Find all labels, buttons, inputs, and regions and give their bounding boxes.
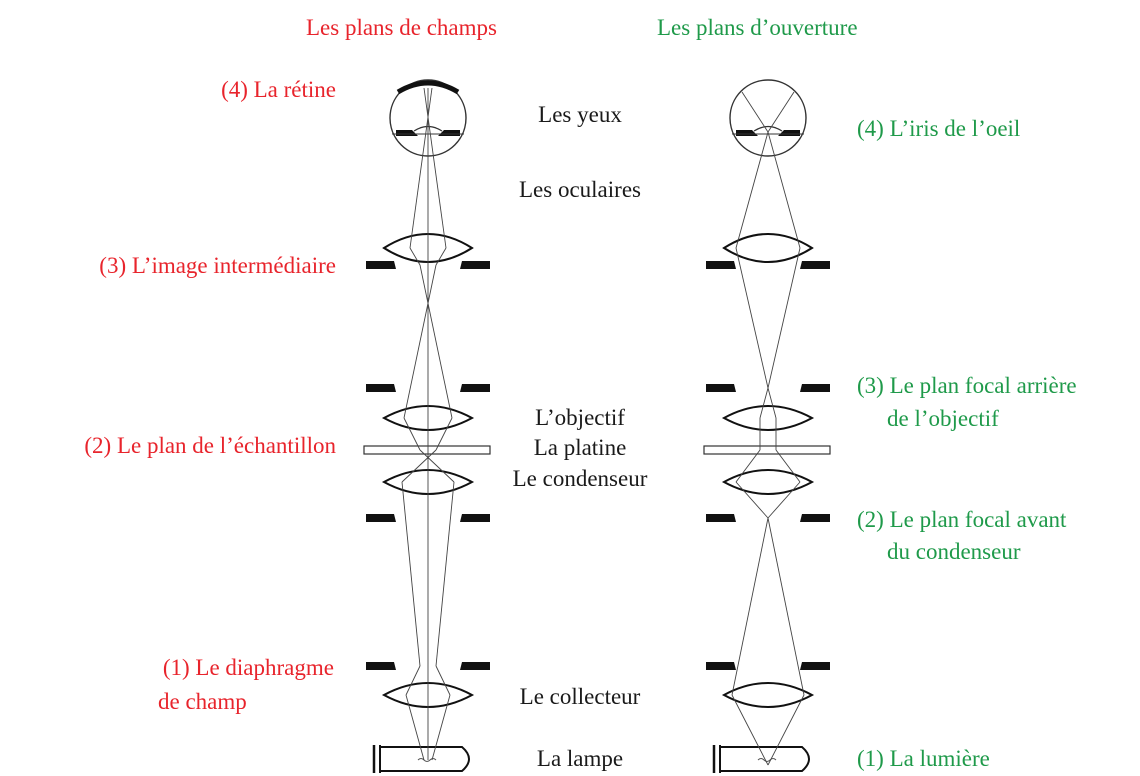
- field-plane-retina-label: (4) La rétine: [221, 77, 336, 102]
- right-condenser-diaphragm: [706, 514, 830, 522]
- component-stage-label: La platine: [533, 435, 627, 460]
- left-eyepiece-lens: [382, 233, 474, 263]
- right-objective-diaphragm: [706, 384, 830, 392]
- right-eyepiece-lens: [722, 233, 814, 263]
- left-condenser-diaphragm: [366, 514, 490, 522]
- right-field-diaphragm: [706, 662, 830, 670]
- left-objective-lens: [381, 405, 475, 431]
- aperture-plane-condenser-front-focal-label-line2: du condenseur: [887, 539, 1021, 564]
- component-lamp-label: La lampe: [536, 746, 624, 771]
- left-stage: [363, 445, 491, 455]
- right-collector-lens: [721, 682, 815, 708]
- aperture-plane-objective-back-focal-label-line1: (3) Le plan focal arrière: [857, 373, 1077, 398]
- field-plane-diaphragm-label-line1: (1) Le diaphragme: [162, 655, 334, 680]
- component-eyepieces-label: Les oculaires: [519, 177, 641, 202]
- aperture-planes-heading: Les plans d’ouverture: [657, 15, 858, 40]
- right-intermediate-image-diaphragm: [706, 261, 830, 269]
- component-condenser-label: Le condenseur: [512, 466, 648, 491]
- right-ray-bundle: [731, 91, 805, 766]
- field-planes-heading: Les plans de champs: [306, 15, 497, 40]
- aperture-plane-objective-back-focal-label-line2: de l’objectif: [887, 406, 999, 431]
- aperture-plane-light-label: (1) La lumière: [857, 746, 990, 771]
- left-objective-diaphragm: [366, 384, 490, 392]
- aperture-plane-condenser-front-focal-label-line1: (2) Le plan focal avant: [857, 507, 1067, 532]
- right-lamp: [712, 745, 810, 773]
- component-eyes-label: Les yeux: [538, 102, 622, 127]
- component-collector-label: Le collecteur: [519, 684, 641, 709]
- field-planes-optical-train: [363, 79, 491, 773]
- left-field-diaphragm: [366, 662, 490, 670]
- left-intermediate-image-diaphragm: [366, 261, 490, 269]
- aperture-plane-iris-label: (4) L’iris de l’oeil: [857, 116, 1021, 141]
- field-plane-specimen-label: (2) Le plan de l’échantillon: [84, 433, 336, 458]
- component-objective-label: L’objectif: [535, 405, 625, 430]
- aperture-planes-optical-train: [703, 79, 831, 773]
- right-condenser-lens: [721, 469, 815, 495]
- right-objective-lens: [721, 405, 815, 431]
- left-ray-bundle: [401, 87, 455, 761]
- left-condenser-lens: [381, 469, 475, 495]
- field-plane-diaphragm-label-line2: de champ: [158, 689, 247, 714]
- left-lamp: [372, 745, 470, 773]
- right-eye: [729, 79, 807, 157]
- right-stage: [703, 445, 831, 455]
- field-plane-intermediate-image-label: (3) L’image intermédiaire: [99, 253, 336, 278]
